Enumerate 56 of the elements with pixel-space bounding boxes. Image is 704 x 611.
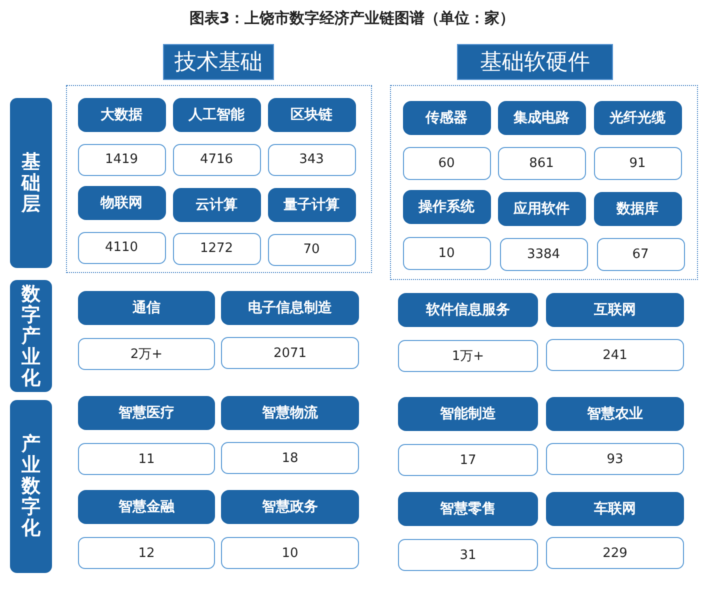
count-box: 229: [546, 537, 684, 569]
category-box: 智慧金融: [78, 490, 215, 524]
count-box: 4110: [78, 232, 166, 264]
category-box: 智能制造: [398, 397, 538, 431]
category-box: 云计算: [172, 188, 260, 222]
category-box: 智慧农业: [546, 397, 684, 431]
count-box: 861: [498, 146, 586, 180]
count-box: 12: [78, 537, 215, 569]
category-box: 人工智能: [172, 98, 260, 132]
category-box: 智慧政务: [221, 490, 359, 524]
count-box: 11: [78, 443, 215, 475]
count-box: 91: [594, 146, 682, 180]
category-box: 物联网: [78, 186, 166, 220]
category-box: 智慧物流: [221, 396, 359, 430]
category-box: 电子信息制造: [221, 291, 359, 325]
category-box: 智慧医疗: [78, 396, 215, 430]
count-box: 1272: [172, 232, 260, 264]
dotted-frame: [66, 85, 372, 273]
count-box: 3384: [500, 238, 588, 270]
category-box: 操作系统: [402, 190, 490, 224]
chart-title: 图表3：上饶市数字经济产业链图谱（单位：家）: [188, 8, 516, 28]
category-box: 传感器: [402, 100, 490, 134]
category-box: 区块链: [268, 98, 356, 132]
category-box: 互联网: [546, 293, 684, 327]
category-box: 数据库: [594, 192, 682, 226]
dotted-frame: [390, 85, 698, 280]
count-box: 31: [398, 539, 538, 571]
category-box: 车联网: [546, 492, 684, 526]
category-box: 光纤光缆: [594, 100, 682, 134]
count-box: 4716: [172, 144, 260, 176]
count-box: 10: [402, 236, 490, 270]
layer-band: 基础层: [10, 98, 52, 268]
category-box: 集成电路: [498, 100, 586, 134]
category-box: 软件信息服务: [398, 293, 538, 327]
count-box: 241: [546, 339, 684, 371]
category-box: 大数据: [78, 98, 166, 132]
count-box: 18: [221, 442, 359, 474]
count-box: 1419: [78, 144, 166, 176]
count-box: 10: [221, 537, 359, 569]
category-box: 智慧零售: [398, 492, 538, 526]
count-box: 17: [398, 444, 538, 476]
layer-band: 数字产业化: [10, 280, 52, 392]
category-box: 通信: [78, 291, 215, 325]
count-box: 2万+: [78, 338, 215, 370]
category-box: 量子计算: [268, 188, 356, 222]
section-heading: 技术基础: [163, 44, 274, 80]
layer-band: 产业数字化: [10, 400, 52, 573]
count-box: 93: [546, 443, 684, 475]
count-box: 67: [596, 238, 684, 270]
count-box: 343: [268, 144, 356, 176]
count-box: 70: [268, 234, 356, 266]
section-heading: 基础软硬件: [457, 44, 613, 80]
category-box: 应用软件: [498, 192, 586, 226]
count-box: 1万+: [398, 340, 538, 372]
count-box: 60: [402, 146, 490, 180]
count-box: 2071: [221, 337, 359, 369]
